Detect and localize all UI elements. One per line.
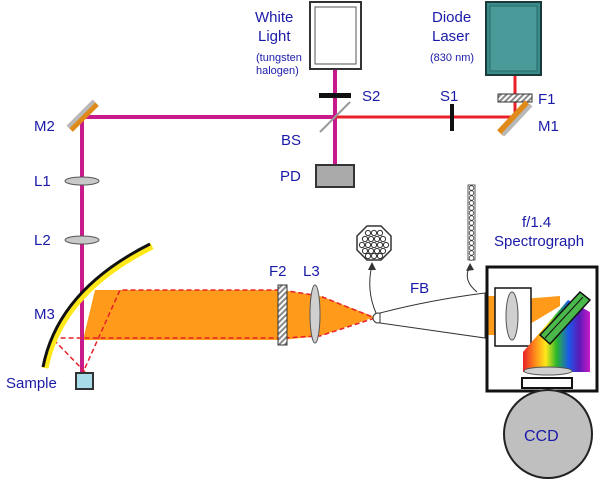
white-light-label-4: halogen) xyxy=(256,65,299,77)
fiber-linear-end-icon xyxy=(467,184,476,261)
s2-label: S2 xyxy=(362,88,380,105)
mirror-m1 xyxy=(497,100,533,137)
fb-label: FB xyxy=(410,280,429,297)
bs-label: BS xyxy=(281,132,301,149)
collection-ray-upper xyxy=(84,289,376,369)
white-light-label-2: Light xyxy=(258,28,291,45)
spectrograph-lens xyxy=(505,291,519,341)
f2-label: F2 xyxy=(269,263,287,280)
white-light-source xyxy=(309,1,362,70)
beamsplitter-bs xyxy=(319,101,351,133)
m1-label: M1 xyxy=(538,118,559,135)
mirror-m2 xyxy=(66,99,99,132)
shutter-s1 xyxy=(450,104,454,131)
grating xyxy=(538,290,592,346)
spectrograph-label-1: f/1.4 xyxy=(522,214,551,231)
mirror-m3 xyxy=(41,242,154,369)
l2-label: L2 xyxy=(34,232,51,249)
ccd-label: CCD xyxy=(524,428,559,445)
sample xyxy=(75,372,94,390)
diode-laser-label-3: (830 nm) xyxy=(430,52,474,64)
shutter-s2 xyxy=(319,93,351,98)
fiber-bundle-fb xyxy=(379,292,486,339)
l1-label: L1 xyxy=(34,173,51,190)
s1-label: S1 xyxy=(440,88,458,105)
filter-f2 xyxy=(277,284,288,346)
filter-f1 xyxy=(497,93,533,103)
photodiode-pd xyxy=(315,164,355,188)
m2-label: M2 xyxy=(34,118,55,135)
white-light-label-3: (tungsten xyxy=(256,52,302,64)
diode-laser-label-2: Laser xyxy=(432,28,470,45)
f1-label: F1 xyxy=(538,91,556,108)
collected-light-beam xyxy=(83,290,375,340)
ccd-detector xyxy=(503,389,593,479)
pd-label: PD xyxy=(280,168,301,185)
spectrograph-label-2: Spectrograph xyxy=(494,233,584,250)
m3-label: M3 xyxy=(34,306,55,323)
lens-l2 xyxy=(64,235,100,245)
lens-l1 xyxy=(64,176,100,186)
fiber-round-arrow xyxy=(369,264,377,314)
ccd-lens xyxy=(523,366,573,376)
white-light-label-1: White xyxy=(255,9,293,26)
sample-label: Sample xyxy=(6,375,57,392)
lens-l3 xyxy=(309,284,321,344)
l3-label: L3 xyxy=(303,263,320,280)
fiber-round-end-icon xyxy=(356,225,392,261)
diode-laser-label-1: Diode xyxy=(432,9,471,26)
